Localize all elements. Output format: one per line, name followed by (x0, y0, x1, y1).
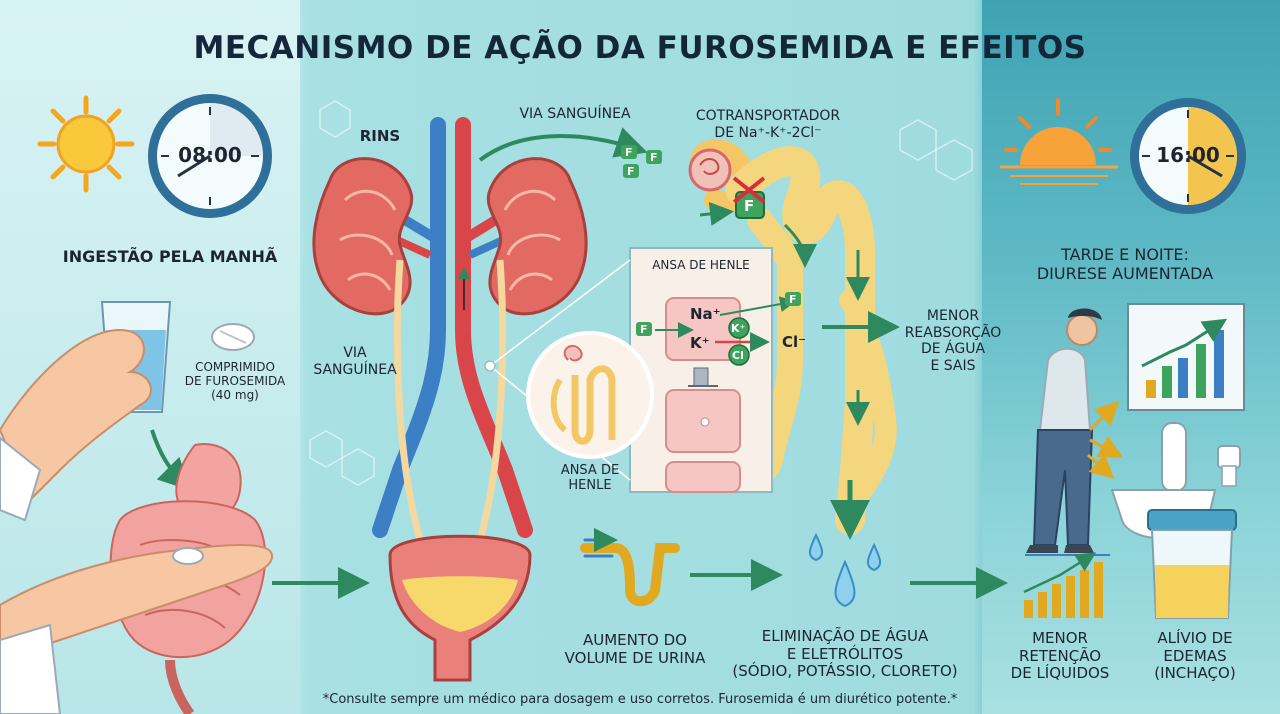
increase-chart-card (1127, 303, 1245, 411)
ion-markers: F F K⁺ Cl (640, 293, 797, 362)
ansa-box-label: ANSA DE HENLE (652, 258, 750, 272)
svg-text:F: F (650, 151, 658, 164)
sun-icon (37, 95, 135, 193)
bladder (388, 534, 532, 682)
ion-cl-circle: Cl (732, 349, 744, 362)
drug-molecules: F F F (621, 145, 662, 178)
drug-letter-f: F (744, 197, 754, 215)
hand-holding-glass (0, 328, 152, 522)
kidney-right (486, 157, 588, 316)
page-title: MECANISMO DE AÇÃO DA FUROSEMIDA E EFEITO… (193, 30, 1087, 66)
ion-k: K⁺ (690, 334, 710, 352)
glomerulus (688, 148, 732, 192)
digestive-system (109, 443, 267, 714)
ansa-henle-box (629, 247, 801, 493)
ansa-henle-zoom (526, 331, 654, 459)
hand-with-pill (0, 544, 274, 714)
footnote: *Consulte sempre um médico para dosagem … (322, 692, 958, 707)
clock-morning-time: 08:00 (178, 143, 242, 167)
drug-letter-right: F (789, 293, 797, 306)
ion-k-circle: K⁺ (731, 322, 746, 335)
kidney-left (312, 157, 414, 316)
clock-evening-icon (1130, 98, 1246, 214)
evening-diuresis-label: TARDE E NOITE:DIURESE AUMENTADA (1036, 245, 1214, 283)
urine-arrows (1086, 400, 1124, 480)
svg-text:F: F (627, 165, 635, 178)
urine-cup-icon (1147, 509, 1237, 619)
sunset-icon (1000, 98, 1118, 185)
retention-chart-icon (1023, 552, 1103, 618)
water-drops-icon (809, 532, 881, 608)
pill-icon (211, 323, 255, 351)
ion-cl: Cl⁻ (782, 333, 806, 351)
blocked-cotransporter-icon: F (732, 176, 766, 219)
bottom-flow-arrows (690, 559, 1008, 599)
person-urinating (1025, 308, 1110, 556)
svg-text:F: F (625, 146, 633, 159)
ion-na: Na⁺ (690, 305, 721, 323)
drug-letter-ansa: F (640, 323, 648, 336)
morning-ingestion-label: INGESTÃO PELA MANHÃ (62, 247, 278, 266)
kidneys-label: RINS (359, 127, 401, 145)
urine-flow-pipe (580, 528, 680, 607)
ureters (393, 259, 507, 541)
hexagon-decor (309, 100, 973, 486)
clock-morning-icon (148, 94, 272, 218)
bloodstream-arrow (478, 127, 648, 162)
bloodstream-top-label: VIA SANGUÍNEA (519, 106, 631, 122)
clock-evening-time: 16:00 (1156, 143, 1220, 167)
